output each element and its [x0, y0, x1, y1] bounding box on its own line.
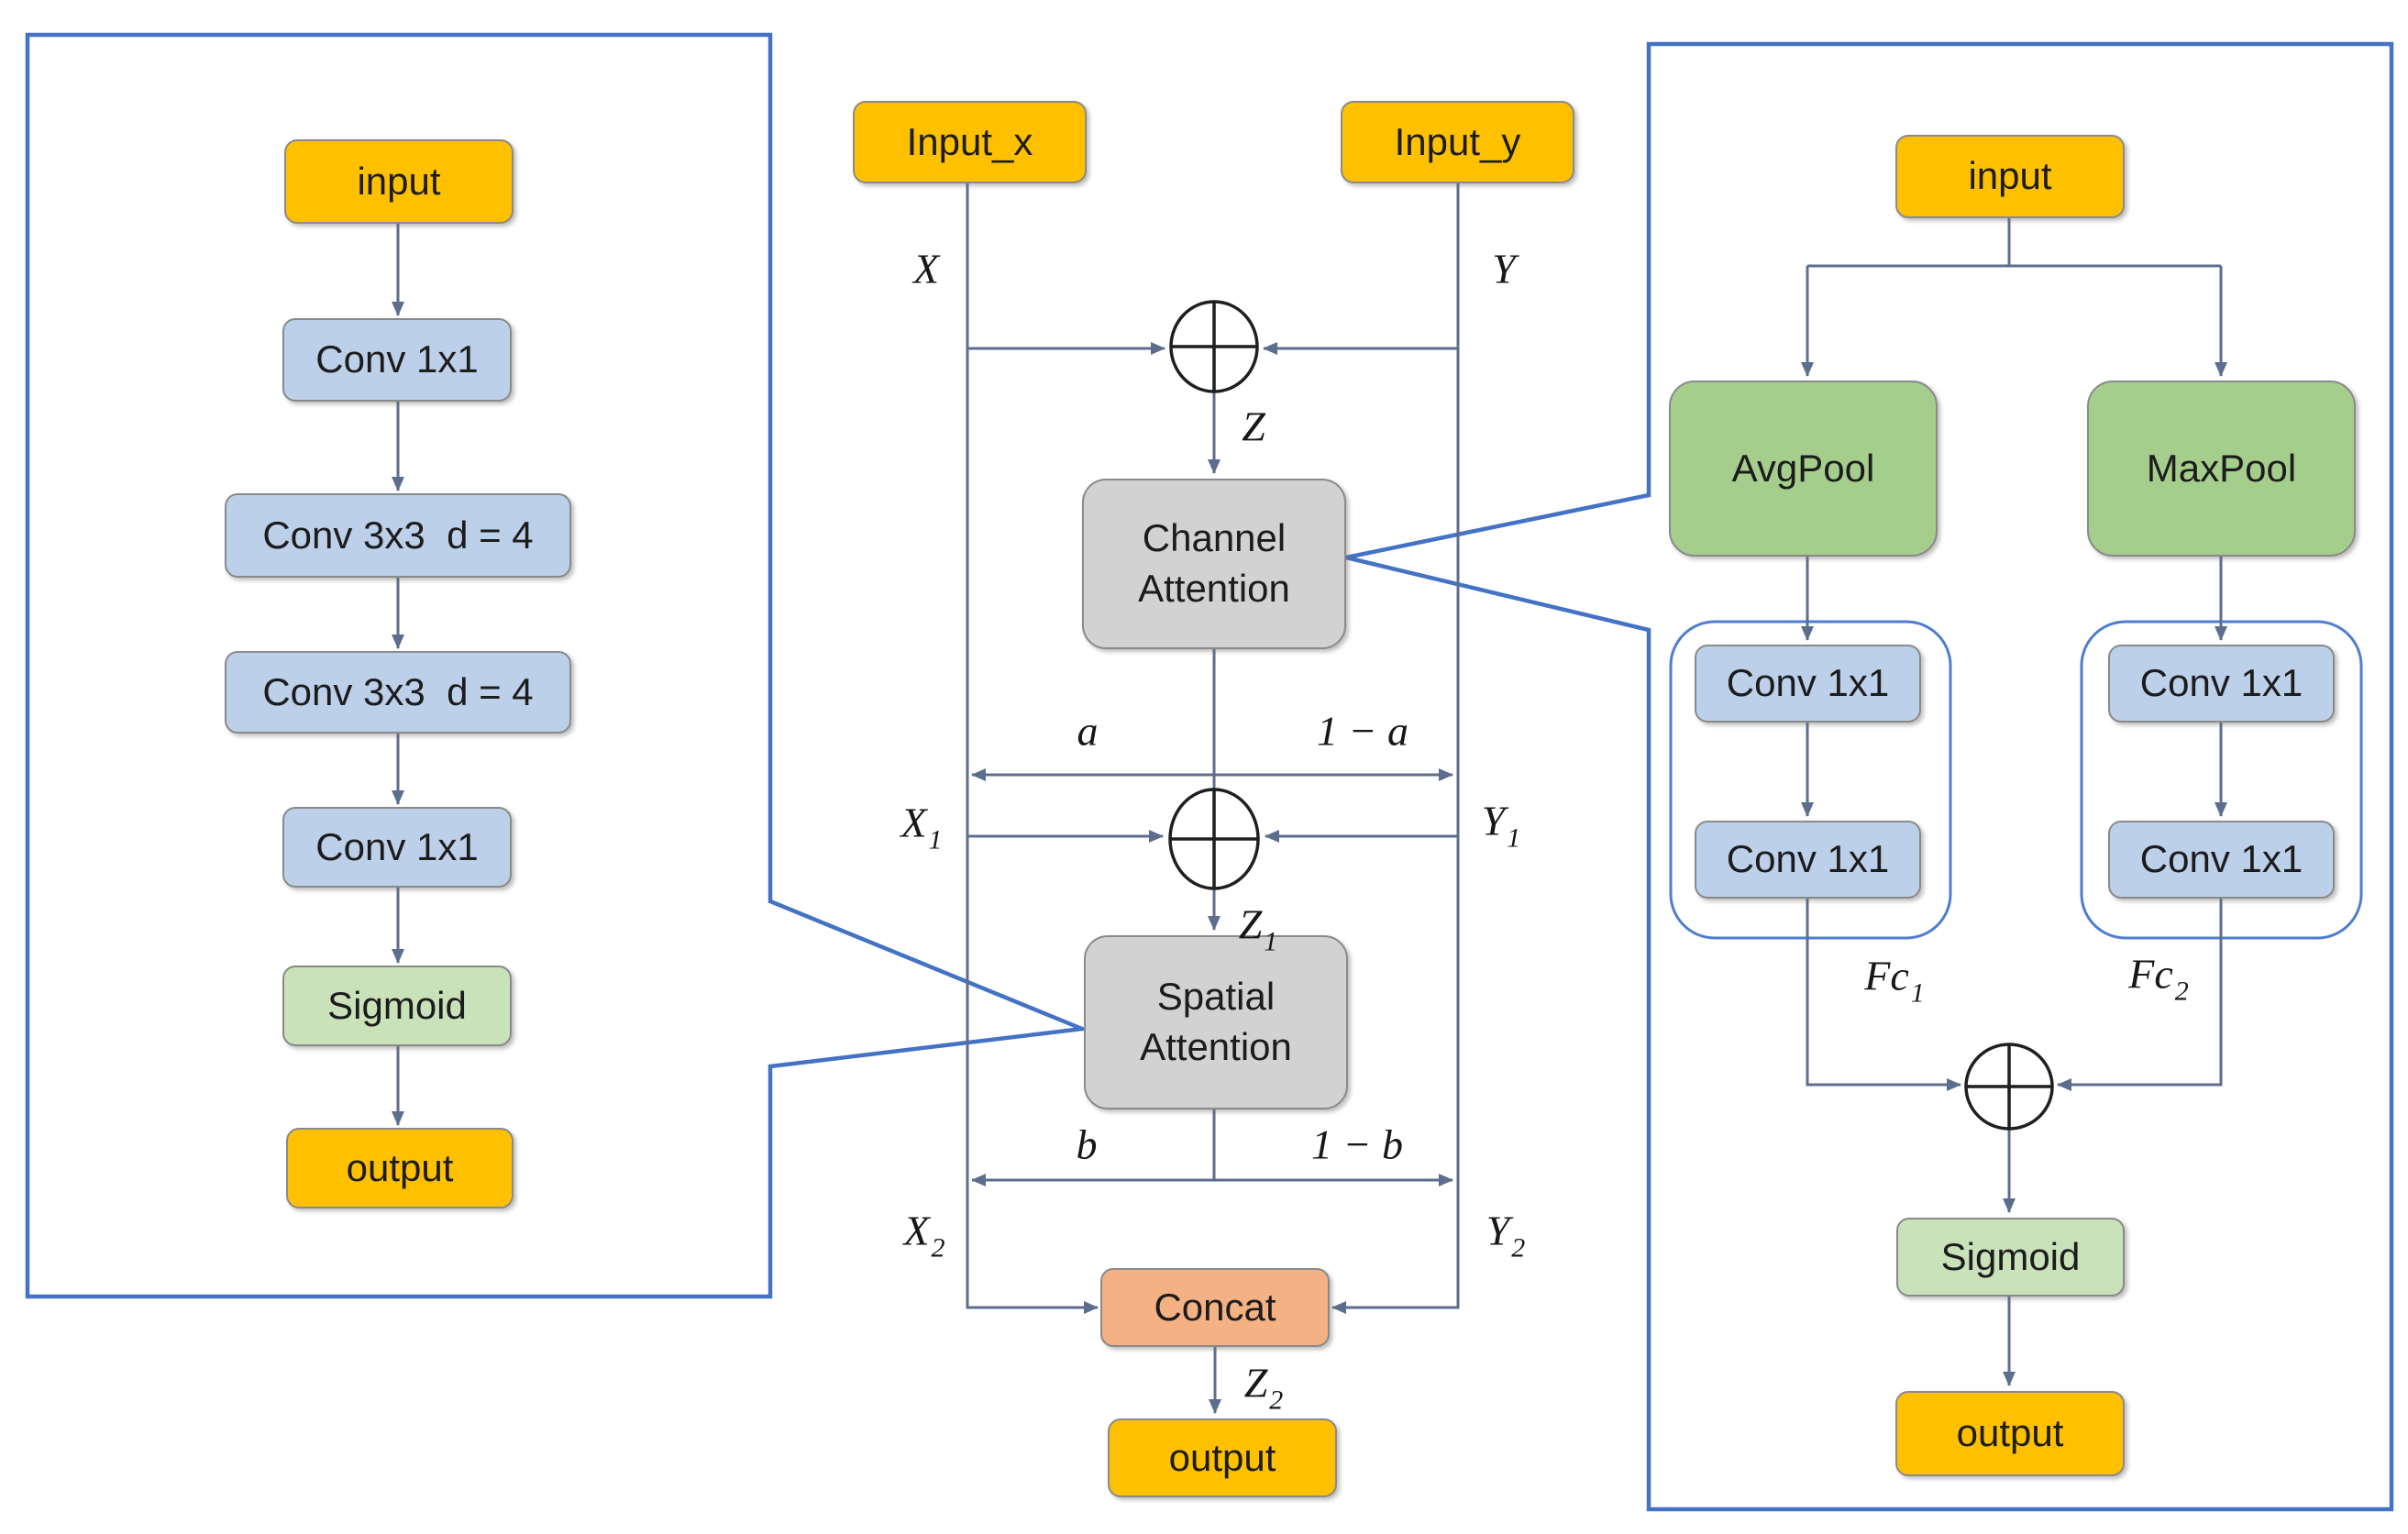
node-right-conv1x1-a1: Conv 1x1 [1695, 645, 1921, 723]
math-base: 1 − a [1316, 707, 1409, 755]
label-x2: X2 [903, 1207, 944, 1264]
math-base: Fc [1864, 952, 1909, 999]
node-label: Spatial Attention [1140, 975, 1292, 1068]
math-base: Y [1481, 797, 1506, 844]
math-base: 1 − b [1310, 1120, 1404, 1168]
math-sub: 1 [1507, 822, 1521, 854]
node-right-conv1x1-b2: Conv 1x1 [2108, 821, 2335, 899]
math-base: Z [1238, 900, 1263, 948]
label-b: b [1077, 1120, 1098, 1169]
node-left-input: input [284, 139, 514, 224]
node-right-sigmoid: Sigmoid [1896, 1218, 2125, 1297]
add-circle-icon-1 [1169, 300, 1259, 393]
edge-fc2-to-add3 [2057, 899, 2223, 1091]
node-label: Sigmoid [327, 983, 467, 1027]
node-right-conv1x1-b1: Conv 1x1 [2108, 645, 2335, 723]
node-left-conv1x1-a: Conv 1x1 [282, 318, 512, 402]
middle-wiring [966, 183, 1460, 1414]
node-input-y: Input_y [1341, 101, 1574, 183]
node-right-input: input [1895, 135, 2125, 218]
math-base: a [1077, 707, 1099, 755]
math-sub: 2 [1511, 1232, 1526, 1264]
right-panel-outline-with-callout [1345, 41, 2394, 1512]
node-label: Conv 1x1 [315, 337, 479, 381]
node-left-conv1x1-b: Conv 1x1 [282, 807, 512, 888]
math-base: Z [1242, 403, 1265, 450]
add-circle-icon-3 [1964, 1043, 2054, 1131]
math-base: X [912, 245, 940, 292]
math-base: Z [1243, 1359, 1268, 1407]
node-label: Conv 3x3 d = 4 [262, 669, 534, 713]
label-x1: X1 [900, 799, 942, 855]
node-channel-attention: Channel Attention [1082, 479, 1346, 649]
node-right-output: output [1895, 1391, 2125, 1476]
right-panel-wiring [1801, 218, 2227, 1386]
node-label: Conv 1x1 [2139, 661, 2303, 705]
node-label: Channel Attention [1138, 516, 1295, 610]
node-middle-output: output [1108, 1418, 1337, 1497]
math-sub: 2 [931, 1232, 945, 1264]
math-base: X [900, 799, 927, 846]
fc1-container [1669, 620, 1952, 940]
label-y1: Y1 [1481, 797, 1521, 854]
node-label: output [1956, 1411, 2064, 1455]
node-left-conv3x3-a: Conv 3x3 d = 4 [225, 493, 571, 578]
node-maxpool: MaxPool [2087, 381, 2356, 557]
label-z2: Z2 [1243, 1359, 1284, 1416]
node-label: Conv 3x3 d = 4 [262, 513, 534, 557]
edge-y-line [1331, 183, 1460, 1314]
math-base: b [1076, 1120, 1098, 1168]
label-one-minus-a: 1 − a [1317, 707, 1408, 756]
math-base: Fc [2128, 950, 2173, 998]
add-circle-icon-2 [1168, 788, 1260, 890]
label-y: Y [1492, 245, 1516, 293]
node-left-conv3x3-b: Conv 3x3 d = 4 [225, 651, 571, 734]
math-sub: 1 [928, 824, 943, 855]
node-input-x: Input_x [853, 101, 1087, 183]
node-spatial-attention: Spatial Attention [1084, 935, 1348, 1109]
edge-fc1-to-add3 [1806, 899, 1961, 1091]
node-label: Input_y [1394, 119, 1521, 163]
edge-x-line [966, 183, 1099, 1314]
label-z1: Z1 [1238, 900, 1278, 957]
math-sub: 1 [1910, 977, 1925, 1009]
label-a: a [1077, 707, 1099, 756]
math-sub: 2 [1269, 1385, 1284, 1416]
node-label: Conv 1x1 [1726, 837, 1890, 881]
node-label: input [357, 159, 441, 203]
label-y2: Y2 [1486, 1207, 1526, 1264]
node-concat: Concat [1100, 1268, 1330, 1347]
math-sub: 1 [1264, 926, 1278, 957]
node-label: output [1168, 1435, 1276, 1479]
node-label: Conv 1x1 [2139, 837, 2303, 881]
node-label: AvgPool [1731, 446, 1875, 490]
node-label: output [346, 1145, 454, 1189]
label-one-minus-b: 1 − b [1311, 1120, 1403, 1169]
node-label: Sigmoid [1940, 1234, 2081, 1278]
node-label: Conv 1x1 [315, 824, 479, 868]
node-left-sigmoid: Sigmoid [282, 966, 512, 1046]
label-z: Z [1242, 403, 1265, 451]
label-x: X [913, 245, 939, 293]
node-label: input [1968, 154, 2052, 198]
node-label: MaxPool [2146, 446, 2297, 490]
node-label: Input_x [906, 119, 1033, 163]
node-left-output: output [286, 1128, 514, 1208]
label-fc1: Fc1 [1864, 952, 1925, 1009]
node-label: Conv 1x1 [1726, 661, 1890, 705]
math-base: X [903, 1207, 930, 1254]
math-base: Y [1492, 245, 1516, 292]
math-base: Y [1486, 1207, 1510, 1254]
math-sub: 2 [2174, 976, 2189, 1007]
node-right-conv1x1-a2: Conv 1x1 [1695, 821, 1921, 899]
node-avgpool: AvgPool [1669, 381, 1938, 557]
node-label: Concat [1154, 1285, 1276, 1329]
label-fc2: Fc2 [2128, 950, 2189, 1007]
left-panel-outline-with-callout [25, 32, 1090, 1299]
